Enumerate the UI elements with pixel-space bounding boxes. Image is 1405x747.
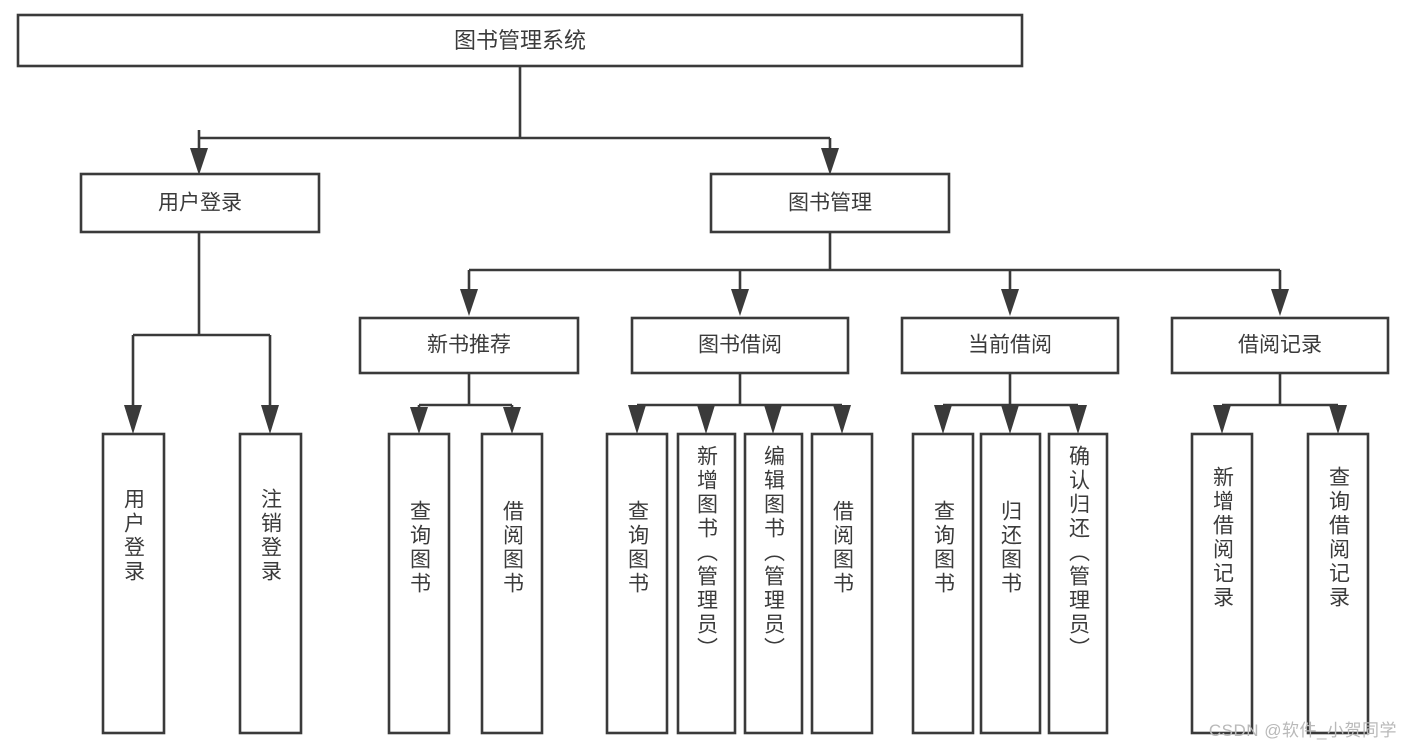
arrow-head-book-borrow (731, 289, 749, 316)
arrow-head-leaf-confirm-return (1069, 405, 1087, 434)
node-leaf-add-record[interactable]: 新增借阅记录 (1190, 432, 1254, 735)
node-leaf-query-book-2-box[interactable] (605, 432, 669, 735)
connector-group-user-login (124, 232, 279, 434)
node-borrow-record-label: 借阅记录 (1238, 334, 1322, 357)
node-leaf-add-record-box[interactable] (1190, 432, 1254, 735)
node-book-management[interactable]: 图书管理 (709, 172, 951, 234)
arrow-head-leaf-return-book (1001, 405, 1019, 434)
node-current-borrow-box[interactable] (900, 316, 1120, 375)
connector-group-new-book-recommend (410, 373, 521, 434)
node-leaf-add-book[interactable]: 新增图书（管理员） (676, 432, 737, 735)
arrow-head-leaf-add-book (697, 405, 715, 434)
node-book-management-label: 图书管理 (788, 192, 872, 215)
node-new-book-recommend-box[interactable] (358, 316, 580, 375)
node-leaf-borrow-book-2-box[interactable] (810, 432, 874, 735)
node-new-book-recommend-label: 新书推荐 (427, 334, 511, 357)
node-leaf-add-record-label: 新增借阅记录 (1211, 466, 1235, 610)
node-leaf-query-book-1-label: 查询图书 (408, 500, 432, 596)
node-user-login-box[interactable] (79, 172, 321, 234)
connector-group-current-borrow (934, 373, 1087, 434)
node-leaf-query-book-3[interactable]: 查询图书 (911, 432, 975, 735)
csdn-watermark: CSDN @软件_小贺同学 (1208, 721, 1397, 740)
node-root-box[interactable] (16, 13, 1024, 68)
arrow-head-leaf-user-login (124, 405, 142, 434)
node-leaf-borrow-book-1-label: 借阅图书 (501, 500, 525, 596)
arrow-head-user-login (190, 148, 208, 175)
node-leaf-query-book-2[interactable]: 查询图书 (605, 432, 669, 735)
node-leaf-logout[interactable]: 注销登录 (238, 432, 303, 735)
arrow-head-leaf-edit-book (764, 405, 782, 434)
connector-group-root (190, 66, 839, 175)
node-borrow-record[interactable]: 借阅记录 (1170, 316, 1390, 375)
arrow-head-leaf-borrow-book-2 (833, 405, 851, 434)
arrow-head-leaf-query-book-3 (934, 405, 952, 434)
node-leaf-borrow-book-1[interactable]: 借阅图书 (480, 432, 544, 735)
node-leaf-borrow-book-2[interactable]: 借阅图书 (810, 432, 874, 735)
node-leaf-return-book-label: 归还图书 (999, 500, 1023, 596)
node-leaf-query-book-1[interactable]: 查询图书 (387, 432, 451, 735)
node-leaf-query-record[interactable]: 查询借阅记录 (1306, 432, 1370, 735)
node-leaf-query-record-box[interactable] (1306, 432, 1370, 735)
node-leaf-return-book-box[interactable] (979, 432, 1042, 735)
node-leaf-borrow-book-2-label: 借阅图书 (831, 500, 855, 596)
connector-group-book-management (460, 232, 1289, 316)
node-book-borrow-box[interactable] (630, 316, 850, 375)
node-root[interactable]: 图书管理系统 (16, 13, 1024, 68)
arrow-head-leaf-query-record (1329, 405, 1347, 434)
connector-group-borrow-record (1213, 373, 1347, 434)
node-leaf-query-book-1-box[interactable] (387, 432, 451, 735)
arrow-head-current-borrow (1001, 289, 1019, 316)
arrow-head-book-management (821, 148, 839, 175)
node-book-management-box[interactable] (709, 172, 951, 234)
node-leaf-add-book-label: 新增图书（管理员） (695, 445, 719, 661)
node-user-login-label: 用户登录 (158, 192, 242, 215)
arrow-head-leaf-query-book-2 (628, 405, 646, 434)
node-book-borrow[interactable]: 图书借阅 (630, 316, 850, 375)
node-leaf-query-book-3-label: 查询图书 (932, 500, 956, 596)
node-leaf-edit-book-box[interactable] (743, 432, 804, 735)
node-leaf-query-record-label: 查询借阅记录 (1327, 466, 1351, 610)
node-new-book-recommend[interactable]: 新书推荐 (358, 316, 580, 375)
arrow-head-leaf-logout (261, 405, 279, 434)
arrow-head-borrow-record (1271, 289, 1289, 316)
node-borrow-record-box[interactable] (1170, 316, 1390, 375)
node-leaf-borrow-book-1-box[interactable] (480, 432, 544, 735)
node-leaf-user-login[interactable]: 用户登录 (101, 432, 166, 735)
node-book-borrow-label: 图书借阅 (698, 334, 782, 357)
node-leaf-confirm-return-label: 确认归还（管理员） (1067, 445, 1091, 661)
node-root-label: 图书管理系统 (454, 28, 586, 53)
arrow-head-new-book-recommend (460, 289, 478, 316)
arrow-head-leaf-query-book-1 (410, 407, 428, 434)
node-current-borrow[interactable]: 当前借阅 (900, 316, 1120, 375)
node-leaf-edit-book-label: 编辑图书（管理员） (762, 445, 786, 661)
node-leaf-confirm-return-box[interactable] (1047, 432, 1109, 735)
arrow-head-leaf-borrow-book-1 (503, 407, 521, 434)
node-leaf-user-login-box[interactable] (101, 432, 166, 735)
node-leaf-add-book-box[interactable] (676, 432, 737, 735)
node-leaf-query-book-2-label: 查询图书 (626, 500, 650, 596)
connector-group-book-borrow (628, 373, 851, 434)
node-leaf-logout-label: 注销登录 (259, 488, 283, 584)
node-leaf-confirm-return[interactable]: 确认归还（管理员） (1047, 432, 1109, 735)
node-leaf-logout-box[interactable] (238, 432, 303, 735)
node-leaf-user-login-label: 用户登录 (122, 488, 146, 584)
node-user-login[interactable]: 用户登录 (79, 172, 321, 234)
arrow-head-leaf-add-record (1213, 405, 1231, 434)
node-leaf-query-book-3-box[interactable] (911, 432, 975, 735)
node-leaf-return-book[interactable]: 归还图书 (979, 432, 1042, 735)
node-current-borrow-label: 当前借阅 (968, 334, 1052, 357)
node-leaf-edit-book[interactable]: 编辑图书（管理员） (743, 432, 804, 735)
